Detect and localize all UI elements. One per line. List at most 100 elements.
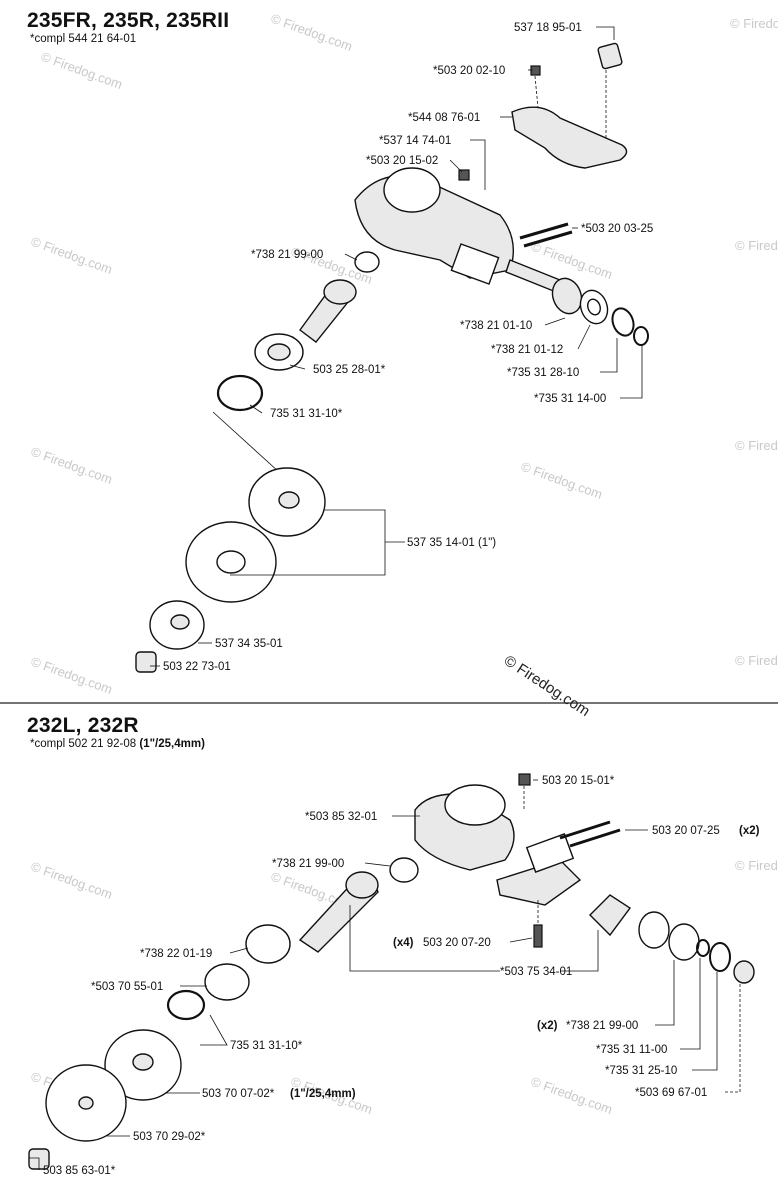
bottom-long-screw-1 xyxy=(559,820,611,840)
bottom-disc-hub xyxy=(132,1053,154,1071)
label-503-20-07-25-qty: (x2) xyxy=(739,825,760,837)
wm-9: © Firedog.com xyxy=(519,459,604,502)
label-738-22-01-19: *738 22 01-19 xyxy=(140,948,212,960)
wm-12: © Firedog.com xyxy=(735,653,778,668)
label-503-20-15-02: *503 20 15-02 xyxy=(366,155,438,167)
wm-10: © Firedog.com xyxy=(735,438,778,453)
input-shaft xyxy=(505,259,561,293)
label-503-70-29-02: 503 70 29-02* xyxy=(133,1131,206,1143)
leader-q11 xyxy=(680,958,701,1050)
top-compl-number: 544 21 64-01 xyxy=(68,33,137,45)
bottom-compl-number: 502 21 92-08 xyxy=(68,738,137,750)
bottom-compl-prefix: *compl xyxy=(30,738,66,750)
bottom-compl-size: (1"/25,4mm) xyxy=(139,738,205,750)
top-screw-part xyxy=(530,65,541,76)
top-compl-prefix: *compl xyxy=(30,33,66,45)
large-disc-center xyxy=(216,550,246,574)
leader-p5 xyxy=(449,159,463,173)
bottom-snap-ring xyxy=(166,989,206,1021)
top-small-screw xyxy=(458,169,470,181)
label-537-35-14-01: 537 35 14-01 (1") xyxy=(407,537,496,549)
leader-p12 xyxy=(620,346,643,399)
bottom-bearing-738-22-01-19 xyxy=(245,924,291,964)
bottom-small-ring xyxy=(696,939,710,957)
wm-8: © Firedog.com xyxy=(29,444,114,487)
leader-q16 xyxy=(29,1157,40,1170)
leader-q4 xyxy=(364,862,391,867)
label-537-18-95-01: 537 18 95-01 xyxy=(514,22,582,34)
bottom-right-gear xyxy=(589,894,632,937)
knob-part xyxy=(597,42,623,70)
label-544-08-76-01: *544 08 76-01 xyxy=(408,112,480,124)
wm-13: © Firedog.com xyxy=(29,859,114,902)
top-section-compl: *compl 544 21 64-01 xyxy=(30,33,136,45)
label-503-85-63-01: 503 85 63-01* xyxy=(43,1165,116,1177)
label-537-14-74-01: *537 14 74-01 xyxy=(379,135,451,147)
label-735-31-31-10-bottom: 735 31 31-10* xyxy=(230,1040,303,1052)
leader-p10 xyxy=(289,364,306,370)
bottom-bevel-gear xyxy=(345,871,379,899)
label-503-20-15-01: 503 20 15-01* xyxy=(542,775,615,787)
top-section-title: 235FR, 235R, 235RII xyxy=(27,9,230,32)
housing-dome xyxy=(383,167,441,213)
leader-p4 xyxy=(470,139,486,190)
wm-2: © Firedog.com xyxy=(269,11,354,54)
leader-p9 xyxy=(577,324,591,350)
label-503-20-07-25: 503 20 07-25 xyxy=(652,825,720,837)
label-503-20-07-20-qty: (x4) xyxy=(393,937,414,949)
bottom-right-bearing-2 xyxy=(668,923,700,961)
bottom-washer-503-70-55-01 xyxy=(204,963,250,1001)
leader-p14-bracket xyxy=(230,509,386,576)
label-503-69-67-01: *503 69 67-01 xyxy=(635,1087,707,1099)
wm-1: © Firedog.com xyxy=(730,16,778,31)
leader-q12 xyxy=(692,972,718,1071)
bottom-section-title: 232L, 232R xyxy=(27,714,139,737)
label-503-70-55-01: *503 70 55-01 xyxy=(91,981,163,993)
clamp-part xyxy=(511,106,628,169)
bottom-cap-503-69-67-01 xyxy=(733,960,755,984)
label-738-21-99-00-top: *738 21 99-00 xyxy=(251,249,323,261)
bottom-exploded-drawing: 503 20 15-01* *503 85 32-01 503 20 07-25… xyxy=(28,773,760,1177)
small-bearing-738-21-99-00 xyxy=(354,251,380,273)
bottom-housing-clamp xyxy=(525,833,575,873)
bearing-503-25-28-01-inner xyxy=(267,343,291,361)
leader-q10 xyxy=(200,1014,228,1046)
main-watermark: © Firedog.com xyxy=(501,652,593,720)
wm-7: © Firedog.com xyxy=(735,238,778,253)
nut-503-22-73-01 xyxy=(135,651,157,673)
label-503-20-07-20: 503 20 07-20 xyxy=(423,937,491,949)
label-735-31-25-10: *735 31 25-10 xyxy=(605,1065,677,1077)
upper-disc-hub xyxy=(278,491,300,509)
leader-p1 xyxy=(596,26,615,40)
leader-p8 xyxy=(544,317,566,326)
bearing-738-21-01-12-hole xyxy=(587,298,601,316)
label-503-20-02-10: *503 20 02-10 xyxy=(433,65,505,77)
leader-q8-left xyxy=(349,905,500,972)
label-738-21-01-10: *738 21 01-10 xyxy=(460,320,532,332)
leader-q5 xyxy=(229,947,249,954)
label-503-85-32-01: *503 85 32-01 xyxy=(305,811,377,823)
top-screw-dash xyxy=(534,75,539,109)
label-503-22-73-01: 503 22 73-01 xyxy=(163,661,231,673)
leader-p13 xyxy=(249,404,263,414)
leader-q14 xyxy=(725,984,741,1093)
label-738-21-99-00-x2-qty: (x2) xyxy=(537,1020,558,1032)
housing-foot xyxy=(450,243,500,285)
bottom-section-compl: *compl 502 21 92-08 (1"/25,4mm) xyxy=(30,738,205,750)
bevel-gear xyxy=(323,279,357,305)
label-735-31-14-00: *735 31 14-00 xyxy=(534,393,606,405)
wm-18: © Firedog.com xyxy=(529,1074,614,1117)
leader-q6 xyxy=(509,937,533,943)
wm-4: © Firedog.com xyxy=(29,234,114,277)
ring-735-31-14-00 xyxy=(633,326,649,346)
bottom-housing-dome xyxy=(444,784,506,826)
lower-cup-hub xyxy=(170,614,190,630)
long-screw-2 xyxy=(523,230,573,248)
label-738-21-01-12: *738 21 01-12 xyxy=(491,344,563,356)
bottom-cup-center xyxy=(78,1096,94,1110)
leader-q9 xyxy=(655,960,675,1026)
bottom-long-screw-2 xyxy=(569,828,621,848)
leader-p7 xyxy=(344,253,358,261)
